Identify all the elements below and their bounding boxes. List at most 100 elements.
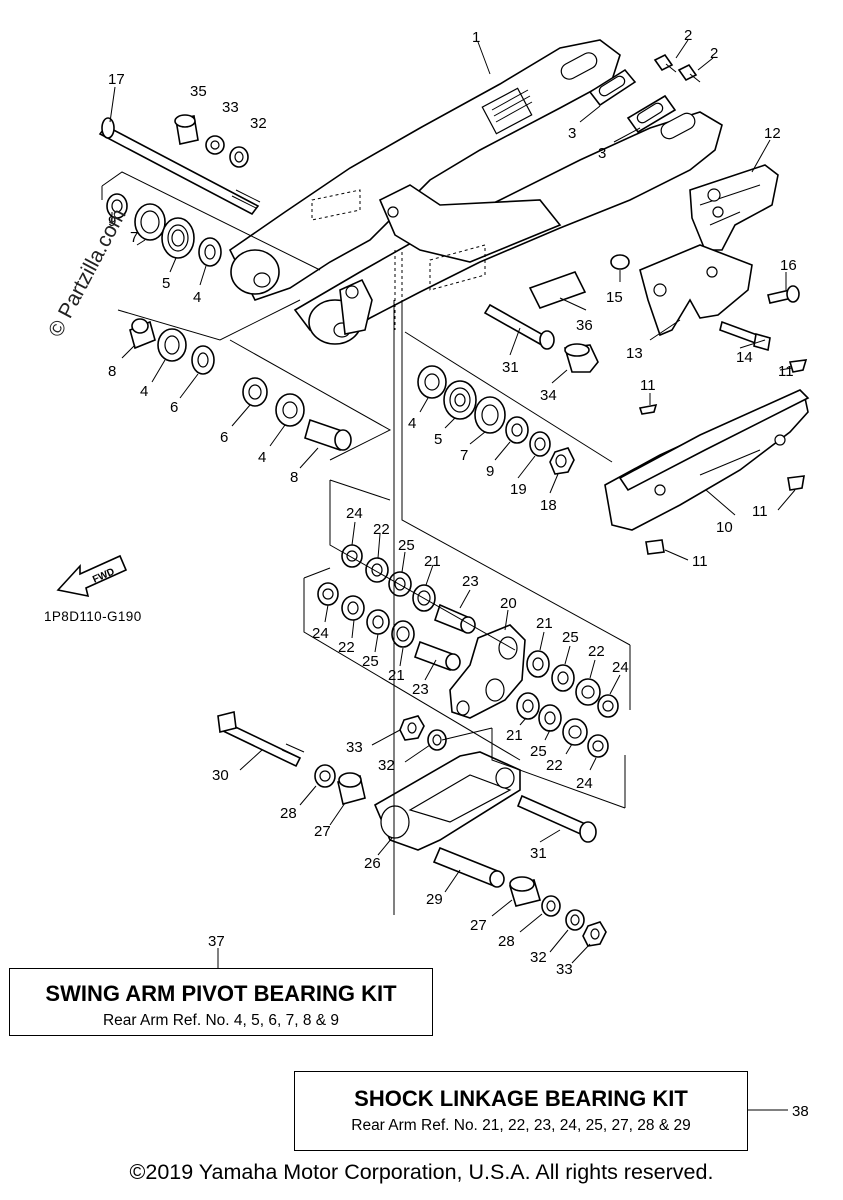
callout-3[interactable]: 3 (568, 125, 576, 142)
washer-part-32-bottom[interactable] (565, 909, 585, 931)
collar-part-28-right[interactable] (541, 895, 561, 917)
callout-33[interactable]: 33 (222, 99, 239, 116)
pivot-shaft-part-17[interactable] (98, 117, 261, 216)
callout-23[interactable]: 23 (412, 681, 429, 698)
callout-27[interactable]: 27 (314, 823, 331, 840)
callout-18[interactable]: 18 (540, 497, 557, 514)
bearing-part-27-left[interactable] (337, 772, 366, 805)
collar-part-23-b[interactable] (413, 640, 461, 672)
washer-part-32-top[interactable] (229, 146, 249, 168)
bearing-part-5-left[interactable] (161, 217, 195, 259)
bearing-part-4-left-upper[interactable] (198, 237, 222, 267)
callout-6[interactable]: 6 (220, 429, 228, 446)
seal-part-24-a[interactable] (341, 544, 363, 568)
seal-part-22-a[interactable] (365, 557, 389, 583)
callout-25[interactable]: 25 (398, 537, 415, 554)
callout-26[interactable]: 26 (364, 855, 381, 872)
callout-22[interactable]: 22 (546, 757, 563, 774)
callout-37[interactable]: 37 (208, 933, 225, 950)
callout-32[interactable]: 32 (530, 949, 547, 966)
callout-22[interactable]: 22 (338, 639, 355, 656)
callout-24[interactable]: 24 (612, 659, 629, 676)
callout-21[interactable]: 21 (424, 553, 441, 570)
swing-arm-part-1[interactable] (228, 39, 723, 345)
callout-5[interactable]: 5 (434, 431, 442, 448)
callout-31[interactable]: 31 (530, 845, 547, 862)
callout-6[interactable]: 6 (170, 399, 178, 416)
callout-4[interactable]: 4 (140, 383, 148, 400)
swing-arm-kit-box[interactable]: SWING ARM PIVOT BEARING KIT Rear Arm Ref… (9, 968, 433, 1036)
washer-part-32-lower[interactable] (427, 729, 447, 751)
callout-21[interactable]: 21 (506, 727, 523, 744)
callout-11[interactable]: 11 (752, 503, 768, 520)
callout-38[interactable]: 38 (792, 1103, 809, 1120)
seal-part-22-c[interactable] (575, 678, 601, 706)
callout-17[interactable]: 17 (108, 71, 125, 88)
callout-10[interactable]: 10 (716, 519, 733, 536)
seal-part-22-d[interactable] (562, 718, 588, 746)
plug-part-34[interactable] (563, 343, 599, 373)
callout-9[interactable]: 9 (486, 463, 494, 480)
washer-part-19[interactable] (529, 431, 551, 457)
callout-25[interactable]: 25 (562, 629, 579, 646)
bolt-part-31-lower[interactable] (516, 794, 597, 843)
seal-part-6-middle[interactable] (242, 377, 268, 407)
callout-32[interactable]: 32 (378, 757, 395, 774)
callout-2[interactable]: 2 (684, 27, 692, 44)
callout-30[interactable]: 30 (212, 767, 229, 784)
callout-24[interactable]: 24 (312, 625, 329, 642)
callout-1[interactable]: 1 (472, 29, 480, 46)
callout-28[interactable]: 28 (280, 805, 297, 822)
callout-12[interactable]: 12 (764, 125, 781, 142)
bearing-part-4-left-lower[interactable] (157, 328, 187, 362)
callout-16[interactable]: 16 (780, 257, 797, 274)
collar-part-29[interactable] (432, 846, 505, 888)
seal-part-25-a[interactable] (388, 571, 412, 597)
relay-arm-part-20[interactable] (449, 624, 526, 719)
bolt-part-2[interactable] (653, 53, 701, 83)
callout-2[interactable]: 2 (710, 45, 718, 62)
collar-part-8-middle[interactable] (304, 418, 352, 452)
bearing-part-21-d[interactable] (516, 692, 540, 720)
connecting-rod-part-26[interactable] (373, 751, 521, 851)
callout-3[interactable]: 3 (598, 145, 606, 162)
seal-part-6-left[interactable] (191, 345, 215, 375)
bolt-part-16[interactable] (767, 285, 800, 304)
callout-22[interactable]: 22 (588, 643, 605, 660)
callout-4[interactable]: 4 (193, 289, 201, 306)
collar-part-8-left[interactable] (129, 318, 156, 350)
callout-22[interactable]: 22 (373, 521, 390, 538)
bearing-part-4-right[interactable] (417, 365, 447, 399)
callout-15[interactable]: 15 (606, 289, 623, 306)
chain-slider-part-10[interactable] (604, 389, 810, 531)
callout-5[interactable]: 5 (162, 275, 170, 292)
callout-4[interactable]: 4 (258, 449, 266, 466)
callout-27[interactable]: 27 (470, 917, 487, 934)
callout-11[interactable]: 11 (640, 377, 656, 394)
callout-31[interactable]: 31 (502, 359, 519, 376)
bearing-part-21-c[interactable] (526, 650, 550, 678)
chain-guide-part-12[interactable] (689, 164, 779, 251)
bearing-part-21-b[interactable] (391, 620, 415, 648)
nut-part-33-top[interactable] (205, 135, 225, 155)
collar-part-28-left[interactable] (314, 764, 336, 788)
callout-21[interactable]: 21 (536, 615, 553, 632)
oil-seal-part-7-right[interactable] (474, 396, 506, 434)
seal-part-24-b[interactable] (317, 582, 339, 606)
callout-25[interactable]: 25 (362, 653, 379, 670)
guide-bracket-part-13[interactable] (639, 244, 753, 337)
callout-34[interactable]: 34 (540, 387, 557, 404)
nut-part-33-bottom[interactable] (582, 921, 607, 947)
bearing-part-5-right[interactable] (443, 380, 477, 420)
collar-part-15[interactable] (610, 254, 630, 270)
seal-part-22-b[interactable] (341, 595, 365, 621)
bolt-part-31-upper[interactable] (483, 303, 555, 350)
callout-23[interactable]: 23 (462, 573, 479, 590)
callout-7[interactable]: 7 (460, 447, 468, 464)
cap-part-35[interactable] (174, 114, 199, 145)
callout-35[interactable]: 35 (190, 83, 207, 100)
callout-8[interactable]: 8 (108, 363, 116, 380)
seal-part-24-c[interactable] (597, 694, 619, 718)
screw-part-11[interactable] (638, 359, 808, 555)
callout-32[interactable]: 32 (250, 115, 267, 132)
